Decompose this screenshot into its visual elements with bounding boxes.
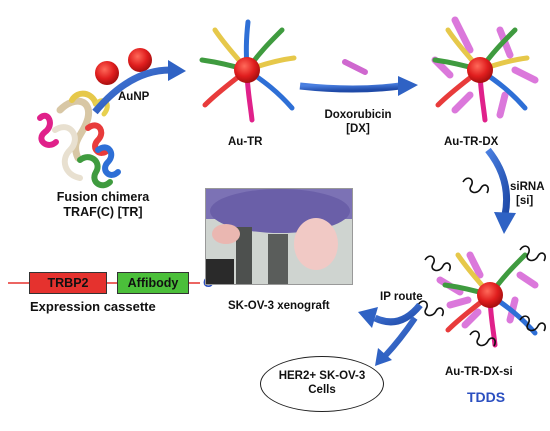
doxorubicin-label: Doxorubicin (324, 109, 392, 121)
arrow-to-cells (375, 316, 418, 366)
cells-ellipse (260, 356, 384, 412)
au-tr-dx-si-conjugate (417, 245, 546, 348)
tdds-label: TDDS (467, 389, 506, 405)
traf-tr-label: TRAF(C) [TR] (63, 205, 143, 219)
affibody-label: Affibody (127, 276, 179, 290)
si-label: [si] (516, 195, 534, 207)
expression-cassette-label: Expression cassette (30, 299, 156, 314)
arrow-ip-route (358, 302, 423, 328)
au-tr-dx-conjugate (431, 16, 539, 123)
dx-label: [DX] (346, 123, 370, 135)
trbp2-label: TRBP2 (47, 276, 89, 290)
cells-line1-label: HER2+ SK-OV-3 (278, 370, 366, 382)
sirna-label: siRNA (510, 181, 545, 193)
arrow-au-tr-dx-to-tdds (485, 147, 516, 234)
au-tr-dx-label: Au-TR-DX (444, 136, 499, 148)
fusion-chimera-label: Fusion chimera (56, 190, 150, 204)
arrow-au-tr-to-au-tr-dx (299, 76, 418, 96)
cells-line2-label: Cells (308, 384, 336, 396)
au-tr-dx-si-label: Au-TR-DX-si (445, 366, 513, 378)
arrow-aunp-to-au-tr (92, 60, 186, 115)
aunp-particles (95, 48, 152, 85)
au-tr-conjugate (199, 19, 297, 123)
xenograft-label: SK-OV-3 xenograft (228, 300, 330, 312)
cassette-affibody-segment: Affibody (117, 272, 189, 294)
cassette-trbp2-segment: TRBP2 (29, 272, 107, 294)
fusion-chimera-protein (37, 90, 121, 189)
doxorubicin-molecule (342, 59, 368, 75)
aunp-label: AuNP (118, 91, 150, 103)
ip-route-label: IP route (380, 291, 423, 303)
au-tr-label: Au-TR (228, 136, 263, 148)
xenograft-photo (205, 188, 353, 285)
sirna-molecule (462, 177, 489, 194)
